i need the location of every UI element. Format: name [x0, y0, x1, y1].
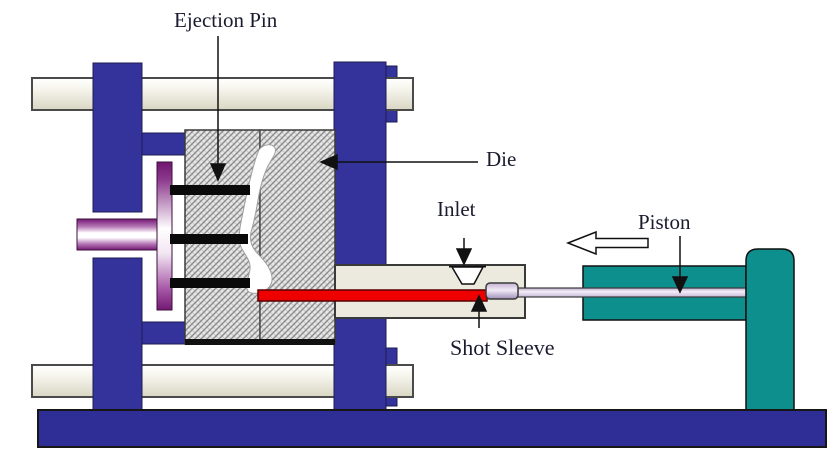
moving-platen-upper	[92, 62, 143, 213]
moving-platen-lower	[92, 257, 143, 411]
ejector-actuator-rod	[76, 218, 159, 251]
piston-arrowhead	[671, 276, 689, 294]
ejection-pin-2	[170, 234, 248, 244]
molten-metal-channel	[257, 289, 488, 302]
ejector-plate	[156, 161, 173, 311]
inlet-label: Inlet	[437, 197, 476, 221]
casting-cavity	[238, 144, 276, 294]
shot-sleeve-label: Shot Sleeve	[450, 335, 555, 360]
ejection-pin-3	[170, 278, 250, 288]
piston-label: Piston	[638, 210, 691, 234]
piston-direction-arrow-icon	[565, 230, 649, 256]
piston-rod	[517, 287, 747, 298]
die-half-cover	[259, 129, 336, 345]
shot-sleeve-arrowhead	[470, 294, 488, 312]
die-bottom-edge	[185, 339, 335, 345]
die-arrowhead	[319, 153, 338, 171]
inlet-funnel	[450, 266, 485, 285]
inlet-arrowhead	[455, 248, 473, 266]
ejection-pin-1	[170, 185, 250, 195]
ejection-pin-arrowhead	[209, 163, 227, 182]
machine-base	[37, 409, 827, 448]
die-connector-top	[141, 132, 187, 156]
stationary-platen	[333, 61, 387, 411]
plunger-tip	[485, 282, 519, 300]
die-label: Die	[486, 147, 517, 171]
piston-support-column	[745, 248, 795, 411]
die-connector-bottom	[141, 321, 187, 345]
ejection-pin-label: Ejection Pin	[174, 8, 278, 32]
